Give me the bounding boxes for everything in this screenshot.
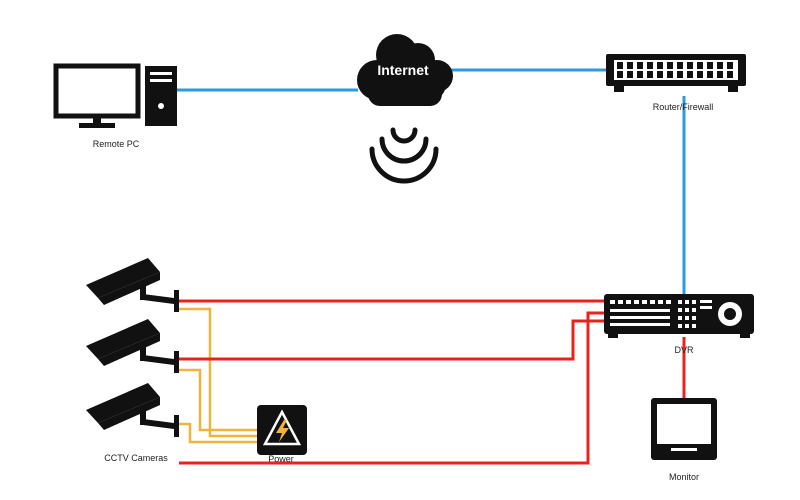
power-node (257, 405, 307, 455)
power-label: Power (268, 454, 294, 464)
router-ports (617, 62, 733, 78)
dvr-front-buttons (610, 300, 712, 328)
internet-label: Internet (377, 62, 429, 78)
cctv-camera-icon (86, 383, 179, 437)
video-link-camera-3 (179, 311, 604, 465)
power-wire-camera-1 (179, 307, 258, 438)
dvr-label: DVR (674, 345, 694, 355)
power-links (179, 307, 258, 444)
dvr-recorder-icon (604, 294, 754, 338)
internet-node (357, 34, 453, 184)
monitor-node (651, 398, 717, 460)
cctv-cameras-label: CCTV Cameras (104, 453, 168, 463)
monitor-label: Monitor (668, 472, 700, 482)
camera-3 (86, 383, 179, 437)
power-wire-camera-2 (179, 368, 258, 432)
cctv-camera-icon (86, 258, 179, 312)
desktop-computer-icon (53, 63, 177, 128)
monitor-icon (651, 398, 717, 460)
video-link-camera-2 (179, 319, 604, 361)
remote-pc-label: Remote PC (92, 139, 140, 149)
network-links (176, 68, 686, 296)
router-node (606, 54, 746, 92)
cloud-icon (357, 34, 453, 106)
video-links (179, 299, 686, 465)
camera-1 (86, 258, 179, 312)
cctv-camera-icon (86, 319, 179, 373)
dvr-node (604, 294, 754, 338)
router-label: Router/Firewall (652, 102, 714, 112)
power-supply-icon (257, 405, 307, 455)
router-icon (606, 54, 746, 92)
power-wire-camera-3 (179, 422, 258, 444)
wifi-signal-icon (369, 127, 439, 184)
camera-2 (86, 319, 179, 373)
remote-pc-node (53, 63, 177, 128)
